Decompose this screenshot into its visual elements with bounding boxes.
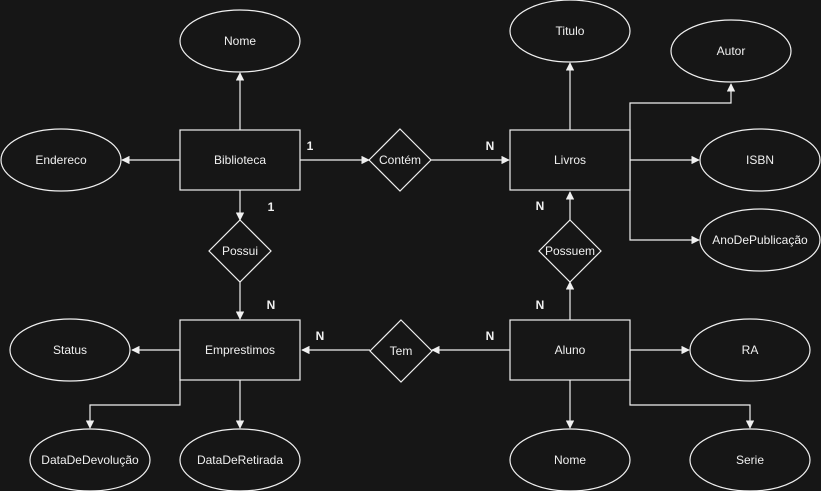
entity-label: Aluno: [555, 343, 586, 357]
edges: [85, 62, 755, 429]
attribute-label: Autor: [717, 44, 746, 58]
cardinality-aluno-tem: N: [486, 329, 495, 343]
attribute-label: Nome: [224, 34, 256, 48]
attribute-label: DataDeDevolução: [41, 453, 139, 467]
relationship-label: Tem: [390, 344, 413, 358]
attribute-label: Nome: [554, 453, 586, 467]
entity-emprestimos[interactable]: Emprestimos: [179, 319, 301, 381]
cardinalities: 1 N 1 N N N N N: [267, 139, 545, 343]
edge-livros-ano: [629, 160, 700, 245]
cardinality-possui-emprestimos: N: [267, 298, 276, 312]
cardinality-contem-livros: N: [486, 139, 495, 153]
attribute-label: Endereco: [35, 153, 87, 167]
entity-label: Biblioteca: [214, 153, 266, 167]
cardinality-possuem-aluno: N: [536, 298, 545, 312]
attribute-endereco[interactable]: Endereco: [0, 128, 122, 192]
relationship-possui[interactable]: Possui: [208, 219, 272, 283]
attribute-nome-aluno[interactable]: Nome: [509, 428, 631, 491]
attribute-ano-publicacao[interactable]: AnoDePublicação: [699, 208, 821, 272]
relationship-possuem[interactable]: Possuem: [538, 219, 602, 283]
cardinality-livros-possuem: N: [536, 199, 545, 213]
entity-label: Emprestimos: [205, 343, 275, 357]
attribute-ra[interactable]: RA: [689, 318, 811, 382]
entity-aluno[interactable]: Aluno: [509, 319, 631, 381]
attribute-titulo[interactable]: Titulo: [509, 0, 631, 63]
relationship-tem[interactable]: Tem: [369, 319, 433, 383]
relationship-label: Possuem: [545, 244, 595, 258]
attribute-status[interactable]: Status: [9, 318, 131, 382]
attribute-nome-biblioteca[interactable]: Nome: [179, 9, 301, 73]
cardinality-biblioteca-contem: 1: [307, 139, 314, 153]
attribute-label: Serie: [736, 453, 764, 467]
attribute-data-retirada[interactable]: DataDeRetirada: [179, 428, 301, 491]
attribute-autor[interactable]: Autor: [670, 19, 792, 83]
attribute-label: Titulo: [556, 24, 585, 38]
attribute-serie[interactable]: Serie: [689, 428, 811, 491]
relationship-contem[interactable]: Contém: [368, 128, 432, 192]
attribute-label: DataDeRetirada: [197, 453, 283, 467]
attribute-label: RA: [742, 343, 759, 357]
cardinality-tem-emprestimos: N: [316, 329, 325, 343]
entity-biblioteca[interactable]: Biblioteca: [179, 129, 301, 191]
attribute-isbn[interactable]: ISBN: [699, 128, 821, 192]
attribute-label: Status: [53, 343, 87, 357]
attribute-label: ISBN: [746, 153, 774, 167]
entity-livros[interactable]: Livros: [509, 129, 631, 191]
attribute-label: AnoDePublicação: [712, 233, 808, 247]
relationship-label: Contém: [379, 153, 421, 167]
attribute-data-devolucao[interactable]: DataDeDevolução: [29, 428, 151, 491]
relationship-label: Possui: [222, 244, 258, 258]
entity-label: Livros: [554, 153, 586, 167]
cardinality-biblioteca-possui: 1: [268, 200, 275, 214]
